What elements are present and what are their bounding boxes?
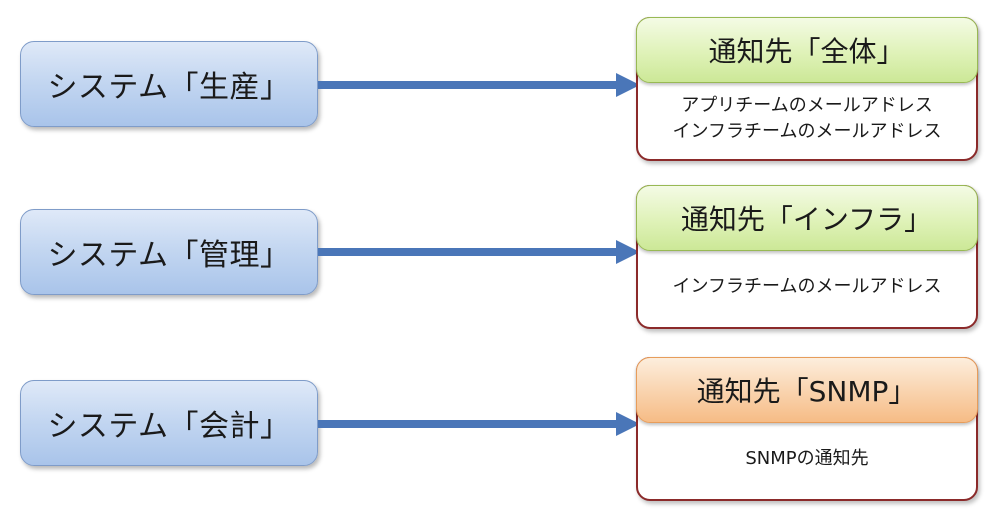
- destination-line: SNMPの通知先: [745, 448, 869, 469]
- system-box-kanri: システム「管理」: [20, 209, 318, 295]
- system-label: システム「管理」: [47, 238, 291, 273]
- destination-box-snmp: 通知先「SNMP」 SNMPの通知先: [635, 356, 978, 501]
- destination-title: 通知先「インフラ」: [680, 202, 933, 236]
- destination-body: アプリチームのメールアドレス インフラチームのメールアドレス: [638, 83, 976, 155]
- destination-box-zentai: 通知先「全体」 アプリチームのメールアドレス インフラチームのメールアドレス: [635, 16, 978, 161]
- destination-body: SNMPの通知先: [638, 423, 976, 495]
- destination-body: インフラチームのメールアドレス: [638, 251, 976, 323]
- system-label: システム「会計」: [47, 409, 291, 444]
- destination-line: アプリチームのメールアドレス: [681, 95, 933, 116]
- arrow-kanri-to-infra: [318, 240, 640, 264]
- destination-header: 通知先「全体」: [635, 16, 978, 83]
- destination-header: 通知先「インフラ」: [635, 184, 978, 251]
- system-label: システム「生産」: [47, 70, 291, 105]
- system-box-kaikei: システム「会計」: [20, 380, 318, 466]
- system-box-seisan: システム「生産」: [20, 41, 318, 127]
- destination-title: 通知先「全体」: [708, 34, 905, 68]
- arrow-kaikei-to-snmp: [318, 412, 640, 436]
- destination-line: インフラチームのメールアドレス: [672, 276, 942, 297]
- destination-header: 通知先「SNMP」: [635, 356, 978, 423]
- destination-title: 通知先「SNMP」: [696, 374, 917, 408]
- destination-box-infra: 通知先「インフラ」 インフラチームのメールアドレス: [635, 184, 978, 329]
- destination-line: インフラチームのメールアドレス: [672, 121, 942, 142]
- arrow-seisan-to-zentai: [318, 73, 640, 97]
